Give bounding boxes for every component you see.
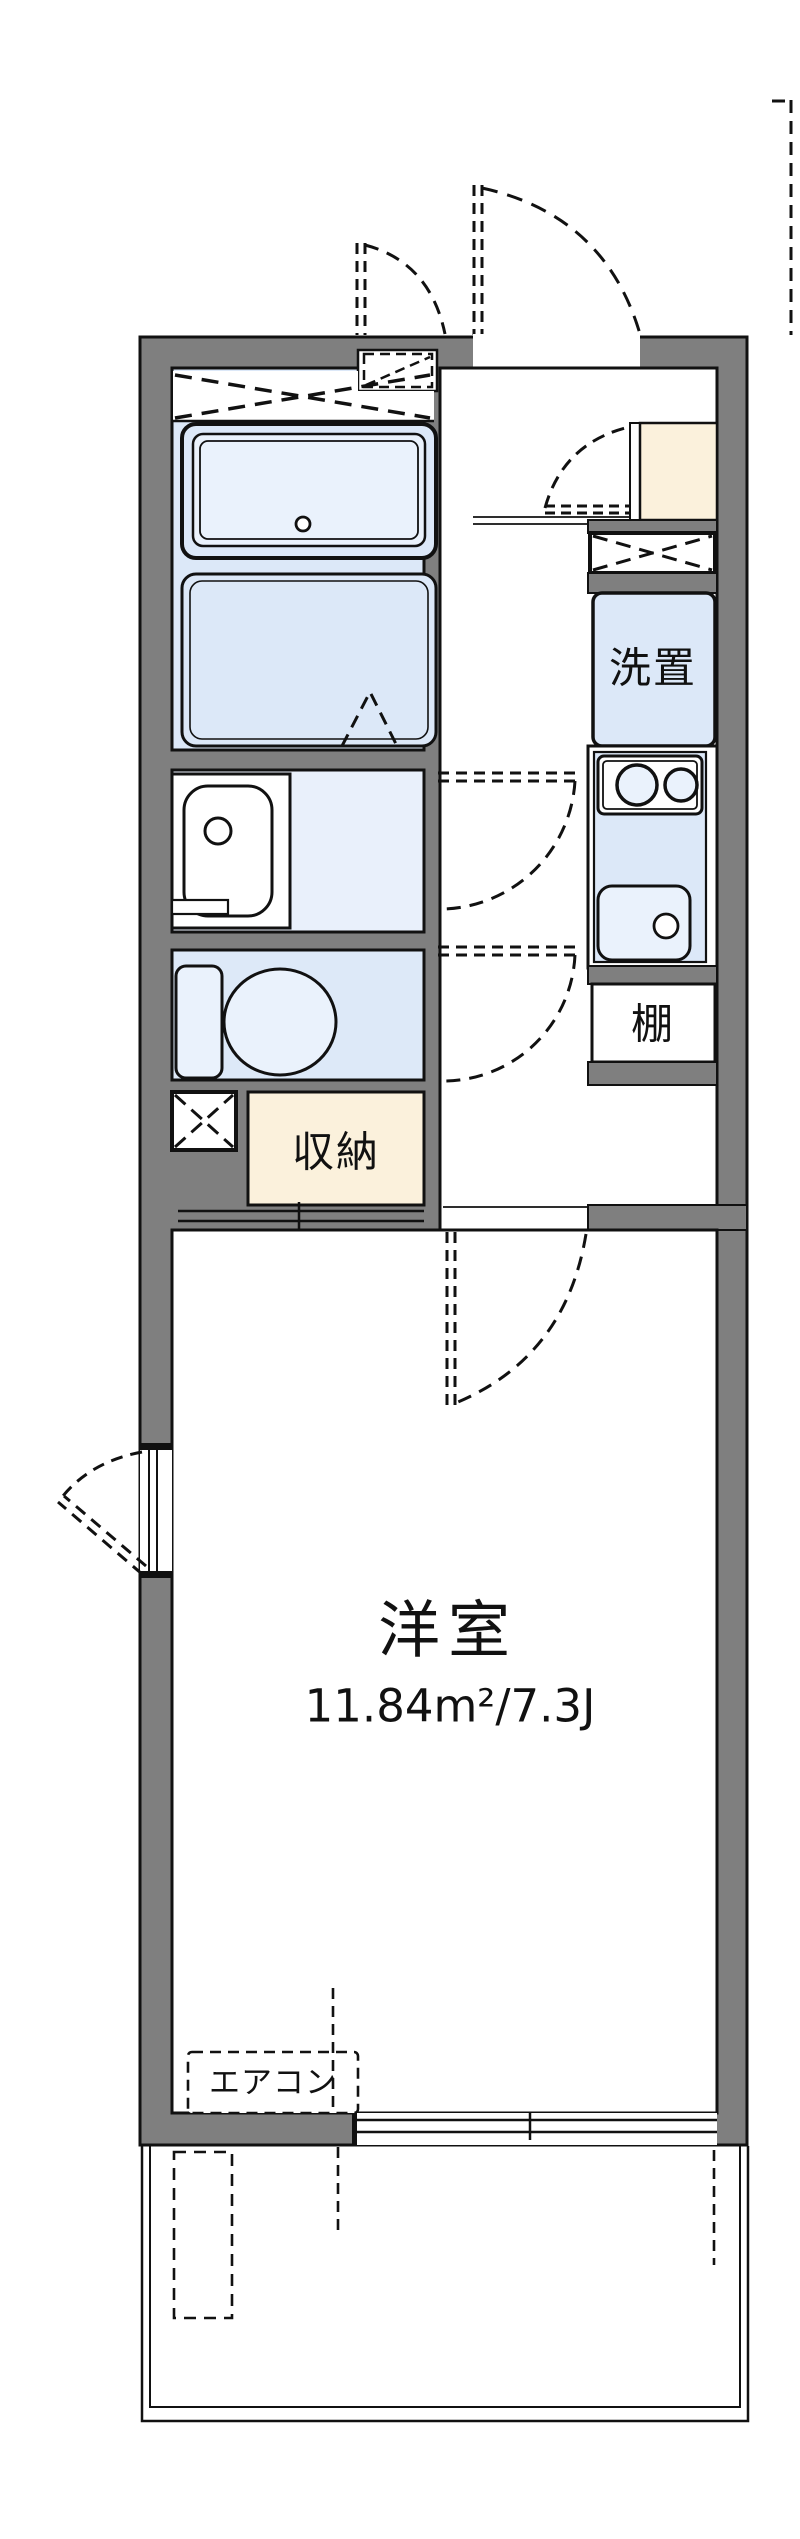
drain-icon	[652, 912, 680, 940]
small-door-swing-icon	[355, 243, 447, 335]
drain-icon	[294, 515, 312, 533]
left-window	[57, 1443, 172, 1578]
toilet-bowl	[222, 967, 338, 1077]
bath-upper-shelf	[173, 371, 358, 421]
main-room-door-swing-icon	[445, 1232, 588, 1406]
boundary-dashed-line	[772, 99, 793, 335]
balcony-window	[352, 2112, 717, 2145]
aircon: エアコン	[186, 2050, 360, 2115]
toilet-tank	[174, 964, 224, 1080]
wall-segment	[587, 1061, 718, 1086]
storage-label: 収納	[292, 1128, 380, 1177]
bathtub	[180, 422, 438, 560]
casement-swing-icon	[57, 1450, 147, 1576]
balcony	[140, 2146, 750, 2423]
bath-floor-pan	[180, 572, 438, 748]
entrance-opening	[473, 334, 640, 370]
outdoor-unit-space	[172, 2150, 234, 2320]
shelf-area	[590, 982, 717, 1064]
vanity-basin	[170, 772, 292, 930]
window-end-cap	[352, 2113, 357, 2145]
toilet-door-swing-icon	[438, 945, 577, 1083]
kitchen-counter	[586, 744, 719, 970]
exterior-door-swings	[355, 99, 793, 335]
storage-row: 収納	[170, 1090, 426, 1230]
entrance-floor	[638, 421, 719, 522]
bathroom	[170, 348, 439, 752]
washroom-door-swing-icon	[438, 771, 577, 911]
storage-sliding-door	[178, 1202, 424, 1230]
burner-icon	[615, 763, 659, 807]
overhead-cabinet-icon	[362, 352, 434, 389]
washer-label: 洗置	[609, 644, 697, 693]
main-room: 洋室 11.84m²/7.3J エアコン	[170, 1228, 719, 2115]
washroom	[170, 768, 426, 934]
main-room-floor	[170, 1228, 719, 2115]
sink	[596, 884, 692, 962]
wall-segment	[587, 1204, 748, 1231]
shoe-cabinet-x-icon	[592, 534, 713, 572]
entrance-door-swing-icon	[472, 185, 642, 335]
fixture-column: 洗置 棚	[586, 519, 719, 1086]
main-room-label: 洋室	[378, 1594, 518, 1667]
aircon-label: エアコン	[209, 2065, 337, 2101]
pipe-shaft-x-icon	[173, 1093, 235, 1149]
wall-segment	[587, 965, 718, 985]
wall-segment	[587, 572, 718, 594]
hatch-x-icon	[174, 373, 431, 420]
shelf-label: 棚	[631, 1000, 675, 1049]
storage-closet	[246, 1090, 426, 1207]
faucet-icon	[203, 816, 233, 846]
vanity-step	[170, 898, 230, 916]
toilet	[174, 964, 338, 1080]
entry-inner-door-swing-icon	[543, 425, 630, 515]
burner-icon	[663, 767, 699, 803]
toilet-room	[170, 948, 426, 1082]
aircon-box	[186, 2050, 360, 2115]
entrance-frame	[629, 422, 641, 521]
stove	[596, 754, 704, 816]
main-room-area-label: 11.84m²/7.3J	[305, 1680, 596, 1733]
